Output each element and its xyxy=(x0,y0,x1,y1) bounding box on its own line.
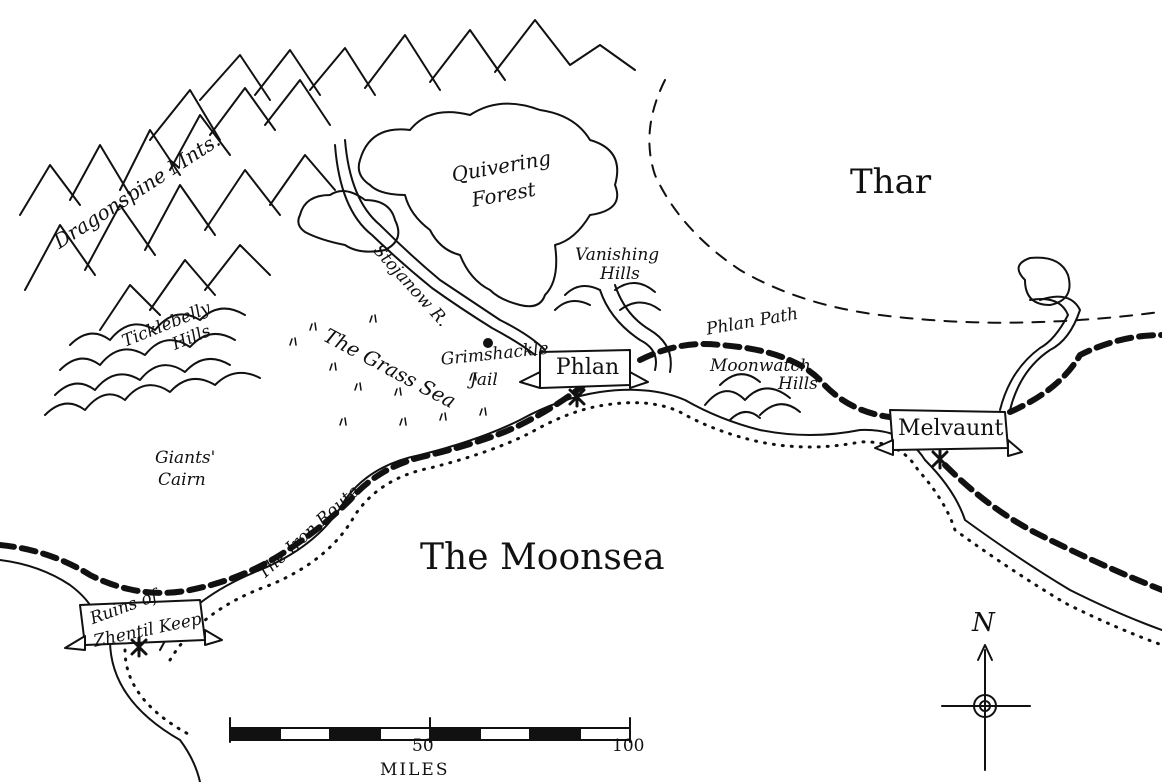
ticklebelly-hills xyxy=(44,307,261,416)
grass-tufts xyxy=(289,314,487,426)
region-label-moonsea: The Moonsea xyxy=(420,537,665,578)
scale-unit-label: MILES xyxy=(380,760,450,780)
grimshackle-jail-marker xyxy=(483,338,493,348)
hills-label-vanishing-2: Hills xyxy=(600,264,640,284)
banners xyxy=(64,349,1023,651)
region-label-thar: Thar xyxy=(850,162,932,202)
city-label-phlan: Phlan xyxy=(555,355,620,380)
scale-bar xyxy=(229,717,631,743)
hills-label-moonwatch-1: Moonwatch xyxy=(710,356,811,376)
hills-label-moonwatch-2: Hills xyxy=(778,374,818,394)
keep-markers xyxy=(130,386,949,658)
scale-label-50: 50 xyxy=(412,736,434,756)
vanishing-hills xyxy=(554,282,672,373)
shore-stipple xyxy=(123,401,1162,737)
compass-rose xyxy=(941,644,1031,771)
quivering-forest xyxy=(297,102,619,308)
compass-north-label: N xyxy=(972,608,995,638)
landmark-label-grimshackle-2: Jail xyxy=(470,370,498,390)
landmark-label-giants-cairn-1: Giants' xyxy=(155,448,216,468)
city-label-melvaunt: Melvaunt xyxy=(898,416,1004,441)
thar-border xyxy=(648,79,1161,324)
landmark-label-giants-cairn-2: Cairn xyxy=(158,470,206,490)
roads xyxy=(0,332,1162,596)
stojanow-river xyxy=(334,139,546,356)
hills-label-vanishing-1: Vanishing xyxy=(575,245,660,265)
moonwatch-hills xyxy=(704,373,801,421)
melvaunt-river xyxy=(999,256,1081,411)
scale-label-100: 100 xyxy=(612,736,645,756)
dragonspine-mountains xyxy=(19,19,636,331)
